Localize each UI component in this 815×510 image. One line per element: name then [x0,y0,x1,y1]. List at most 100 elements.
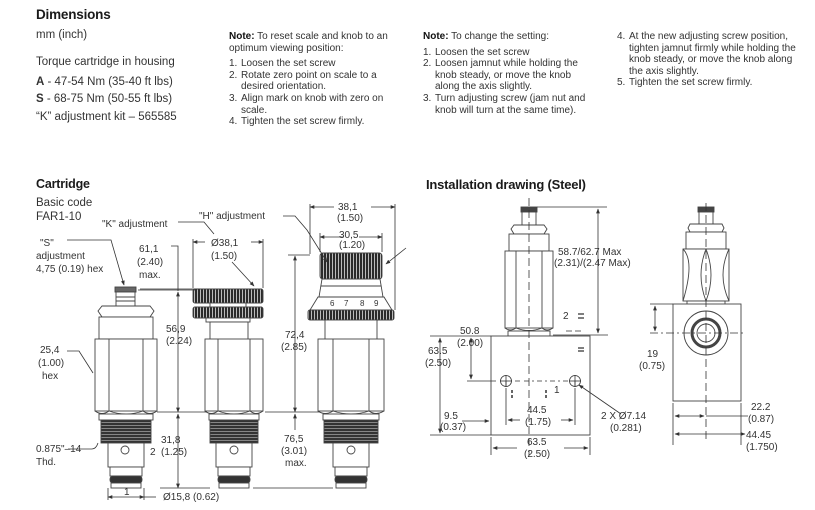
step-text: Rotate zero point on scale to a desired … [241,69,377,93]
dim-63-5-h-in: (2.50) [524,449,550,460]
thread-label: 0.875"–14 [36,444,82,455]
step-number: 3. [423,92,432,104]
torque-heading: Torque cartridge in housing [36,56,175,68]
step-number: 2. [423,58,432,70]
cartridge-title: Cartridge [36,177,90,191]
k-adjustment-label: "K" adjustment [102,219,168,230]
k-kit-label: “K” adjustment kit – 565585 [36,111,177,123]
step-number: 1. [423,46,432,58]
dim-44-5: 44.5 [527,405,547,416]
basic-code: FAR1-10 [36,211,82,223]
installation-title: Installation drawing (Steel) [426,177,586,192]
dim-50-8: 50.8 [460,326,480,337]
units-label: mm (inch) [36,29,88,41]
dim-30-5: 30,5 [339,230,359,241]
step-text: Tighten the set screw firmly. [629,77,753,89]
dim-56-9: 56,9 [166,324,186,335]
note-change-steps-cont: 4.At the new adjusting screw position, t… [617,31,797,89]
torque-s: S - 68-75 Nm (50-55 ft lbs) [36,92,172,106]
s-adjustment-hex: 4,75 (0.19) hex [36,264,103,275]
scale-digit: 8 [360,299,365,308]
step: 3.Turn adjusting screw (jam nut and knob… [423,93,595,116]
step-number: 2. [229,69,238,81]
port-2-label: 2 [563,311,569,322]
s-adjustment-label: adjustment [36,251,85,262]
dim-30-5-in: (1.20) [339,240,365,251]
holes-label: 2 X Ø7.14 [601,411,646,422]
scale-digits: 6 7 8 9 [330,299,379,308]
step-number: 4. [617,31,626,42]
step-number: 1. [229,58,238,70]
dim-15-8-dia: Ø15,8 (0.62) [163,492,219,503]
dim-61-1: 61,1 [139,244,159,255]
dim-19-in: (0.75) [639,361,665,372]
installation-front-dims [430,198,622,455]
step-number: 4. [229,116,238,128]
dim-63-5-v-in: (2.50) [425,358,451,369]
step-text: Loosen jamnut while holding the knob ste… [435,58,578,93]
installation-front-view [490,206,591,436]
dim-31-8: 31,8 [161,435,181,446]
dim-22-2: 22.2 [751,402,771,413]
port-2-label: 2 [150,447,156,458]
note-label: Note: [229,31,255,42]
note-reset: Note: To reset scale and knob to an opti… [229,31,409,128]
note-change-steps: 1.Loosen the set screw 2.Loosen jamnut w… [423,47,595,117]
dim-38-1-in: (1.50) [337,213,363,224]
torque-a: A - 47-54 Nm (35-40 ft lbs) [36,75,173,89]
step-text: Loosen the set screw [241,58,336,70]
dim-19: 19 [647,349,659,360]
installation-side-labels: 19 (0.75) 22.2 (0.87) 44.45 (1.750) [639,349,778,453]
step-text: At the new adjusting screw position, tig… [629,31,796,77]
dim-9-5-in: (0.37) [440,422,466,433]
dimensions-title: Dimensions [36,7,111,22]
dim-72-4: 72,4 [285,330,305,341]
step-text: Turn adjusting screw (jam nut and knob w… [435,92,586,116]
port-1-label: 1 [124,487,130,498]
step-text: Align mark on knob with zero on scale. [241,92,384,116]
step: 3.Align mark on knob with zero on scale. [229,93,409,116]
dim-25-4-hex: hex [42,371,58,382]
scale-digit: 7 [344,299,349,308]
dim-38-1-dia-in: (1.50) [211,251,237,262]
dim-76-5-in: (3.01) [281,446,307,457]
step: 1.Loosen the set screw [423,47,595,59]
dim-50-8-in: (2.00) [457,338,483,349]
step: 1.Loosen the set screw [229,58,409,70]
step: 4.At the new adjusting screw position, t… [617,31,797,77]
step-number: 5. [617,77,626,89]
note-change-intro: Note: To change the setting: [423,31,595,43]
dim-31-8-in: (1.25) [161,447,187,458]
step-number: 3. [229,92,238,104]
note-text: To change the setting: [448,31,550,42]
dim-44-45-in: (1.750) [746,442,778,453]
torque-a-value: - 47-54 Nm (35-40 ft lbs) [44,76,173,88]
s-adjustment-label: "S" [40,238,54,249]
dim-44-45: 44.45 [746,430,771,441]
dim-height-in: (2.31)/(2.47 Max) [554,258,631,269]
step-text: Tighten the set screw firmly. [241,116,365,128]
cartridge-h-drawing [307,252,395,489]
port-1-label: 1 [554,385,560,396]
torque-s-code: S [36,93,44,105]
installation-side-view [672,206,742,402]
dim-76-5-max: max. [285,458,307,469]
cartridge-s-drawing [94,286,158,489]
dim-25-4: 25,4 [40,345,60,356]
dim-height: 58.7/62.7 Max [558,247,621,258]
torque-s-value: - 68-75 Nm (50-55 ft lbs) [43,93,173,105]
step: 4.Tighten the set screw firmly. [229,116,409,128]
dim-56-9-in: (2.24) [166,336,192,347]
scale-digit: 9 [374,299,379,308]
cartridge-k-drawing [192,288,264,489]
note-label: Note: [423,31,449,42]
basic-code-label: Basic code [36,197,93,209]
dim-25-4-in: (1.00) [38,358,64,369]
dim-61-1-max: max. [139,270,161,281]
dim-38-1-dia: Ø38,1 [211,238,239,249]
note-reset-intro: Note: To reset scale and knob to an opti… [229,31,409,54]
dim-44-5-in: (1.75) [525,417,551,428]
installation-front-labels: 58.7/62.7 Max (2.31)/(2.47 Max) 63.5 (2.… [425,247,646,460]
scale-digit: 6 [330,299,335,308]
